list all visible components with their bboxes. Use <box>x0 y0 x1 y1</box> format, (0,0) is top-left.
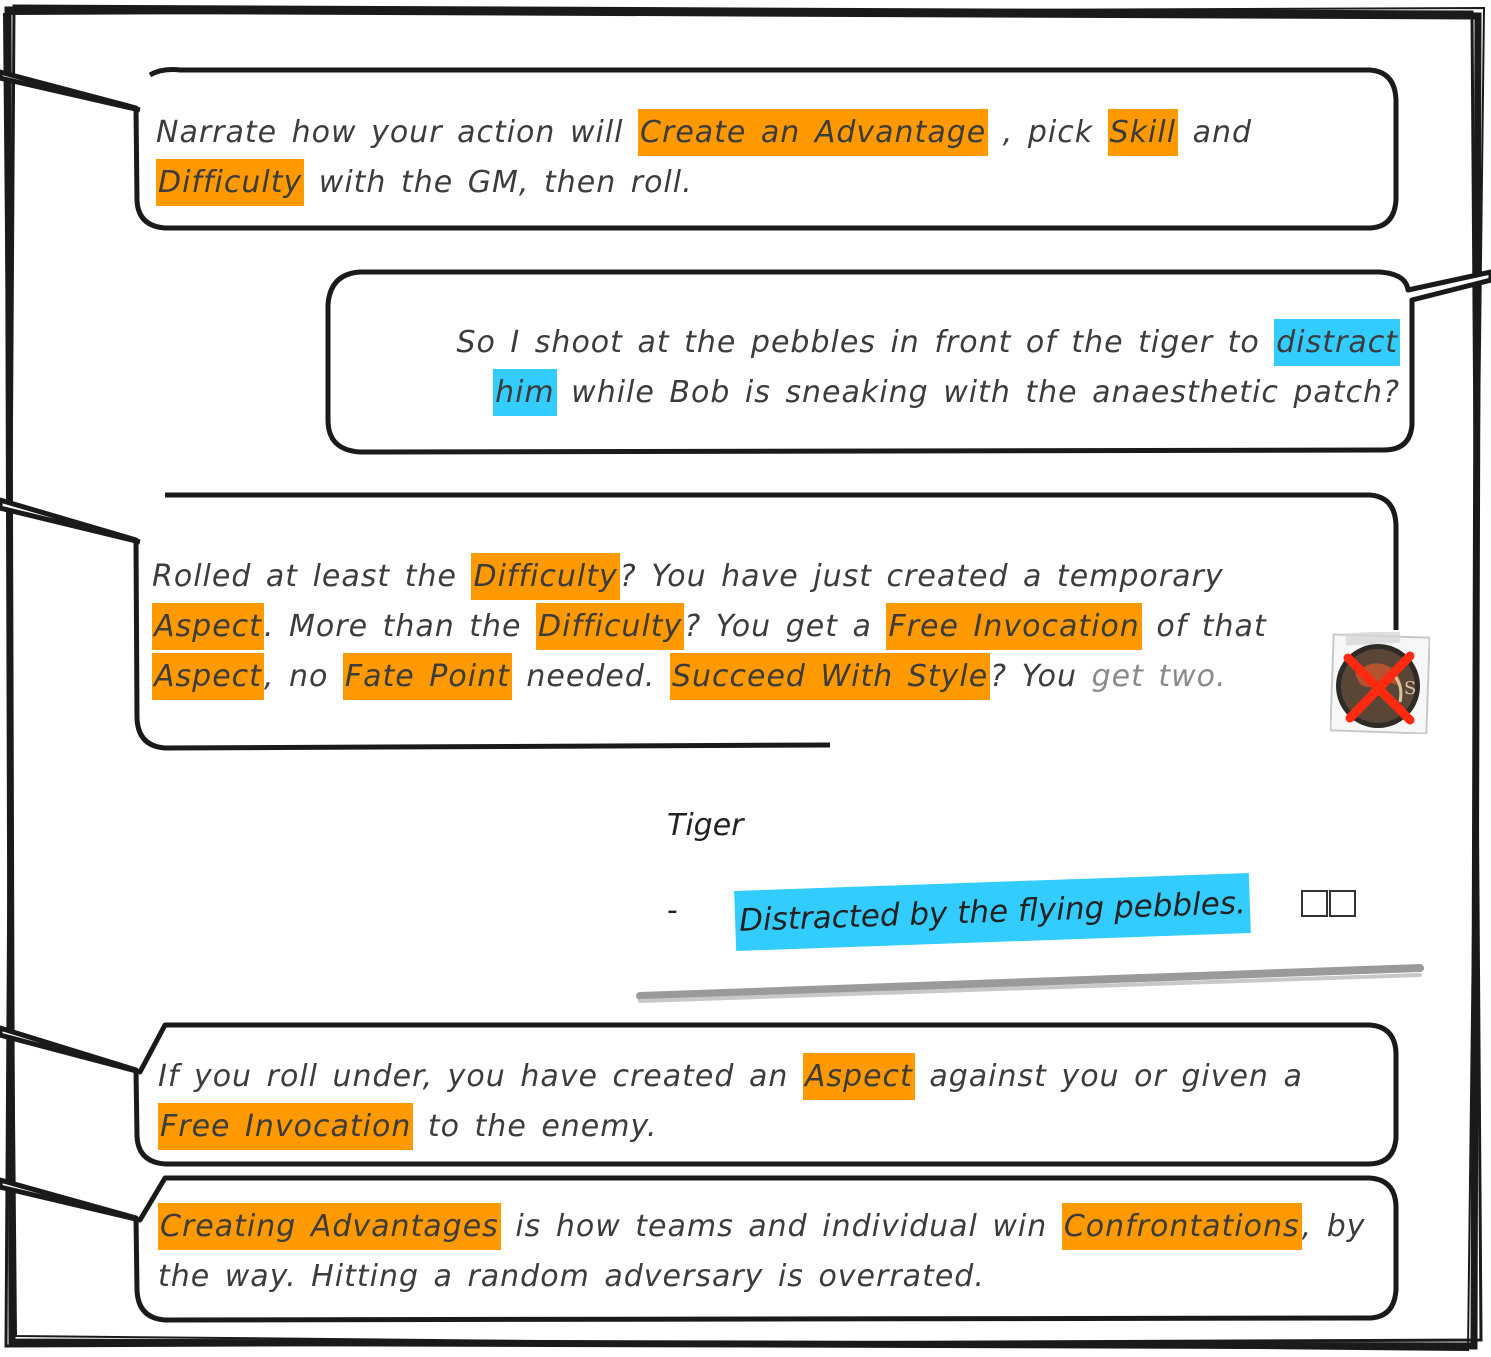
tiger-aspect-bullet: - <box>667 893 678 928</box>
bubble-3-plain: needed. <box>511 659 670 694</box>
fate-point-token-crossed-icon: S <box>1330 632 1430 734</box>
bubble-1-plain: , pick <box>988 115 1108 150</box>
bubble-3-plain: Rolled at least the <box>152 559 472 594</box>
bubble-3-plain: , no <box>263 659 343 694</box>
tiger-character-card: Tiger - Distracted by the flying pebbles… <box>637 790 1427 1005</box>
bubble-1-plain: with the GM, then roll. <box>304 165 693 200</box>
bubble-1-text: Narrate how your action will Create an A… <box>156 108 1336 208</box>
bubble-2-plain: So I shoot at the pebbles in front of th… <box>456 325 1275 360</box>
free-invocation-checkbox[interactable] <box>1329 890 1356 917</box>
bubble-2-plain: while Bob is sneaking with the anaesthet… <box>556 375 1400 410</box>
keyword-confrontations: Confrontations <box>1061 1203 1302 1250</box>
bubble-1-plain: and <box>1178 115 1253 150</box>
bubble-4-plain: against you or given a <box>914 1059 1303 1094</box>
speech-bubble-2-outline <box>325 269 1491 455</box>
keyword-difficulty: Difficulty <box>156 159 305 206</box>
bubble-5-plain: is how teams and individual win <box>500 1209 1062 1244</box>
bubble-5-text: Creating Advantages is how teams and ind… <box>158 1202 1378 1302</box>
keyword-fate-point: Fate Point <box>342 653 512 700</box>
keyword-aspect: Aspect <box>152 603 264 650</box>
tiger-name: Tiger <box>667 808 744 843</box>
keyword-creating-advantages: Creating Advantages <box>158 1203 501 1250</box>
bubble-1-plain: Narrate how your action will <box>156 115 639 150</box>
keyword-aspect: Aspect <box>152 653 264 700</box>
bubble-4-plain: to the enemy. <box>413 1109 658 1144</box>
keyword-succeed-with-style: Succeed With Style <box>669 653 991 700</box>
keyword-free-invocation: Free Invocation <box>886 603 1142 650</box>
keyword-free-invocation: Free Invocation <box>158 1103 414 1150</box>
bubble-2-text: So I shoot at the pebbles in front of th… <box>390 318 1400 418</box>
bubble-4-plain: If you roll under, you have created an <box>158 1059 803 1094</box>
keyword-difficulty: Difficulty <box>536 603 685 650</box>
keyword-aspect: Aspect <box>802 1053 915 1100</box>
bubble-3-faded-text: get two. <box>1091 659 1227 694</box>
bubble-3-text: Rolled at least the Difficulty? You have… <box>152 552 1327 702</box>
svg-text:S: S <box>1404 678 1416 699</box>
tiger-card-shadow <box>636 964 1424 1003</box>
bubble-5-plain: , by the way. Hitting a random adversary… <box>158 1209 1366 1294</box>
bubble-3-plain: ? You have just created a temporary <box>619 559 1224 594</box>
keyword-difficulty: Difficulty <box>471 553 620 600</box>
bubble-4-text: If you roll under, you have created an A… <box>158 1052 1378 1152</box>
keyword-create-an-advantage: Create an Advantage <box>638 109 989 156</box>
keyword-skill: Skill <box>1107 109 1179 156</box>
free-invocation-checkbox[interactable] <box>1301 890 1328 917</box>
page-border <box>2 4 1486 1352</box>
bubble-3-plain: ? You <box>990 659 1092 694</box>
tiger-situation-aspect: Distracted by the flying pebbles. <box>734 873 1251 951</box>
bubble-3-plain: of that <box>1141 609 1267 644</box>
bubble-3-plain: ? You get a <box>684 609 887 644</box>
bubble-3-plain: . More than the <box>263 609 537 644</box>
